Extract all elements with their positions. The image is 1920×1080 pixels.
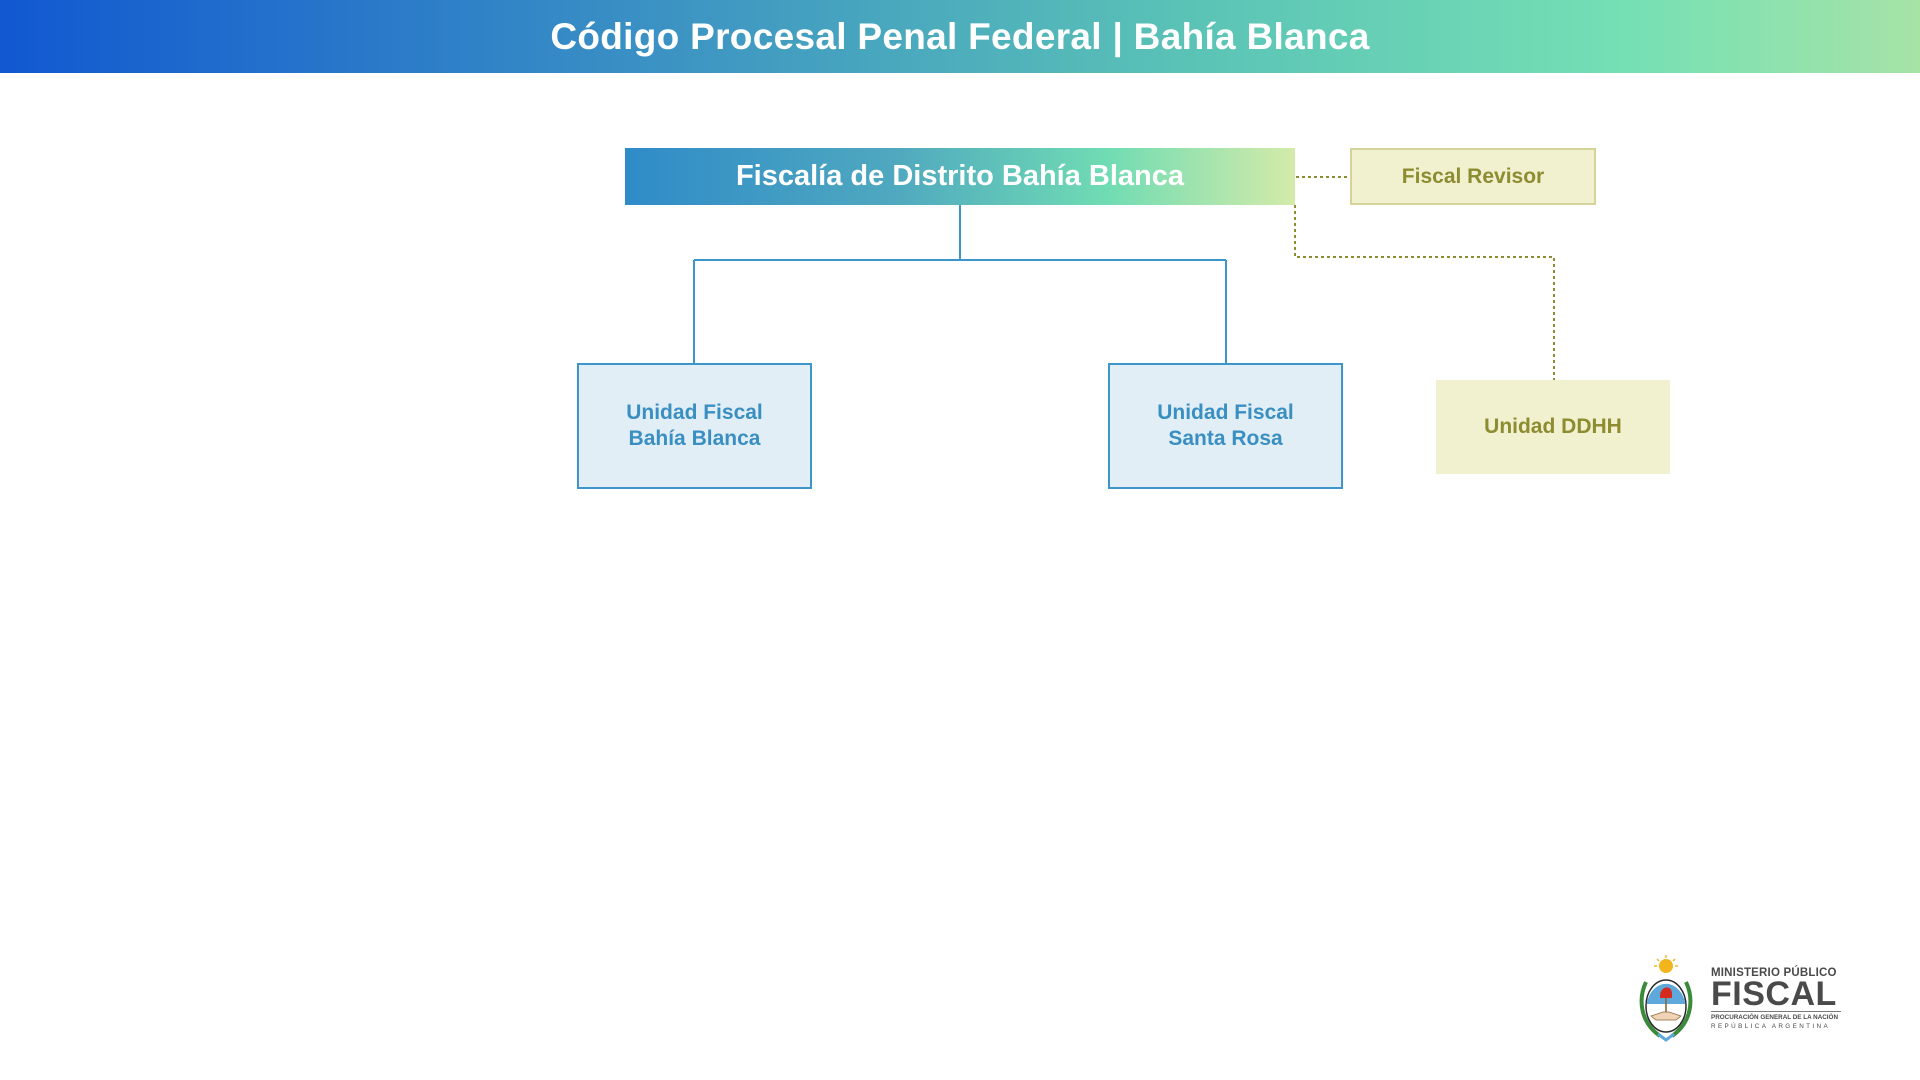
node-unidad-bahia-blanca-line2: Bahía Blanca (628, 427, 761, 450)
node-unidad-ddhh-label: Unidad DDHH (1484, 415, 1622, 438)
node-fiscal-revisor-label: Fiscal Revisor (1401, 164, 1545, 188)
node-fiscal-revisor[interactable]: Fiscal Revisor (1350, 148, 1596, 205)
node-unidad-bahia-blanca[interactable]: Unidad Fiscal Bahía Blanca (577, 363, 812, 489)
node-unidad-santa-rosa-line1: Unidad Fiscal (1157, 401, 1294, 424)
ministerio-publico-fiscal-logo: MINISTERIO PÚBLICO FISCAL PROCURACIÓN GE… (1636, 954, 1848, 1044)
node-fiscalia-distrito[interactable]: Fiscalía de Distrito Bahía Blanca (625, 148, 1295, 205)
logo-line-fiscal: FISCAL (1711, 975, 1837, 1013)
header-banner: Código Procesal Penal Federal | Bahía Bl… (0, 0, 1920, 73)
logo-line-procuracion: PROCURACIÓN GENERAL DE LA NACIÓN (1711, 1014, 1838, 1021)
node-unidad-santa-rosa[interactable]: Unidad Fiscal Santa Rosa (1108, 363, 1343, 489)
national-coat-of-arms-icon (1639, 955, 1693, 1042)
root-to-ddhh-connector (1294, 205, 1555, 380)
root-to-units-connector (693, 205, 1227, 363)
logo-line-republica: REPÚBLICA ARGENTINA (1711, 1023, 1831, 1030)
page-title: Código Procesal Penal Federal | Bahía Bl… (550, 15, 1370, 57)
node-unidad-santa-rosa-line2: Santa Rosa (1168, 427, 1283, 450)
node-unidad-ddhh[interactable]: Unidad DDHH (1436, 380, 1670, 474)
logo-divider (1711, 1011, 1841, 1012)
logo-line-ministerio: MINISTERIO PÚBLICO (1711, 967, 1837, 979)
node-unidad-bahia-blanca-line1: Unidad Fiscal (626, 401, 763, 424)
node-fiscalia-distrito-label: Fiscalía de Distrito Bahía Blanca (735, 160, 1185, 192)
